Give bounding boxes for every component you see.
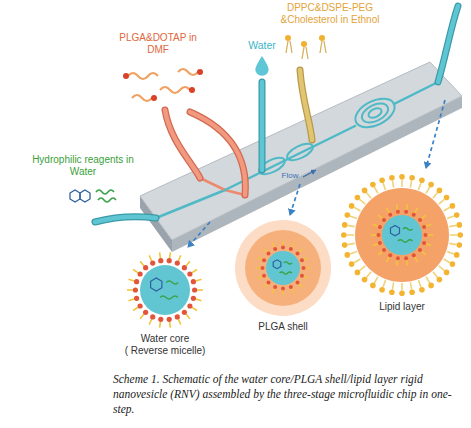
plga-molecule [178, 69, 198, 75]
label-box: Flow [278, 171, 302, 181]
label-box: PLGA&DOTAP in DMF [116, 32, 200, 56]
plga-molecule [132, 95, 152, 101]
inlet-label: DPPC&DSPE-PEG &Cholesterol in Ethnol [266, 2, 394, 26]
chip-channel [359, 100, 391, 127]
node-label: ( Reverse micelle) [122, 345, 209, 357]
chip-channel [367, 106, 383, 119]
node-label: Water core [122, 333, 209, 345]
lipid-molecule [319, 35, 325, 41]
lipid-molecule [301, 41, 307, 47]
nanovesicle-drawing [339, 172, 465, 298]
inlet-tube [165, 110, 200, 178]
chip-channel [394, 82, 438, 104]
inlet-tube [438, 6, 458, 82]
inlet-tube [190, 112, 245, 195]
particle-caption: PLGA shell [233, 321, 333, 333]
water-drop [255, 56, 268, 76]
chip-channel [285, 140, 315, 163]
plga-molecule [123, 69, 203, 101]
node-label: PLGA shell [233, 321, 333, 333]
plga-molecule [151, 95, 157, 101]
dashed-arrow [426, 100, 445, 168]
lipid-molecule [285, 35, 291, 41]
figure-caption: Scheme 1. Schematic of the water core/PL… [113, 372, 465, 417]
lipid-molecule [302, 47, 308, 59]
inlet-tube [259, 82, 266, 170]
label-box: Hydrophilic reagents in Water [32, 154, 134, 178]
hydrophilic-reagent [96, 190, 114, 194]
label-box: Water [236, 39, 288, 52]
particle-node: PLGA shell [233, 218, 333, 333]
chip-body [140, 62, 462, 240]
flow-arrow [303, 170, 316, 177]
inlet-tube [438, 6, 458, 82]
water-drop [255, 56, 268, 76]
hydrophilic-reagent [80, 190, 90, 202]
plga-molecule [160, 87, 190, 93]
hydrophilic-reagent [98, 198, 116, 202]
inlet-tube [165, 110, 200, 178]
particle-caption: Lipid layer [339, 301, 465, 313]
inlet-label: Water [236, 39, 288, 52]
nanovesicle-drawing [125, 250, 205, 330]
inlet-tube [190, 112, 245, 195]
inlet-label: Hydrophilic reagents in Water [32, 154, 134, 178]
inlet-label: PLGA&DOTAP in DMF [116, 32, 200, 56]
lipid-molecule [285, 35, 326, 59]
plga-molecule [197, 69, 203, 75]
particle-node: Water core( Reverse micelle) [122, 250, 209, 357]
plga-molecule [128, 73, 158, 79]
inlet-tube [95, 217, 156, 222]
hydrophilic-reagent [70, 190, 116, 202]
lipid-molecule [286, 41, 292, 53]
inlet-tube [95, 217, 156, 222]
lipid-molecule [320, 41, 326, 53]
node-label: Lipid layer [339, 301, 465, 313]
inlet-tube [260, 82, 265, 170]
hydrophilic-reagent [70, 190, 80, 202]
plga-molecule [189, 87, 195, 93]
chip-channel [156, 190, 225, 218]
particle-node: Lipid layer [339, 172, 465, 313]
flow-label: Flow [278, 171, 302, 181]
inlet-tube [300, 70, 312, 140]
dashed-arrow [290, 184, 300, 215]
plga-molecule [123, 73, 129, 79]
flow-arrow [303, 170, 316, 177]
chip-channel [200, 178, 245, 195]
label-box: DPPC&DSPE-PEG &Cholesterol in Ethnol [266, 2, 394, 26]
chip-channel [351, 93, 399, 133]
dashed-arrow [188, 222, 210, 247]
inlet-tube [300, 70, 312, 140]
nanovesicle-drawing [233, 218, 333, 318]
particle-caption: Water core( Reverse micelle) [122, 333, 209, 357]
